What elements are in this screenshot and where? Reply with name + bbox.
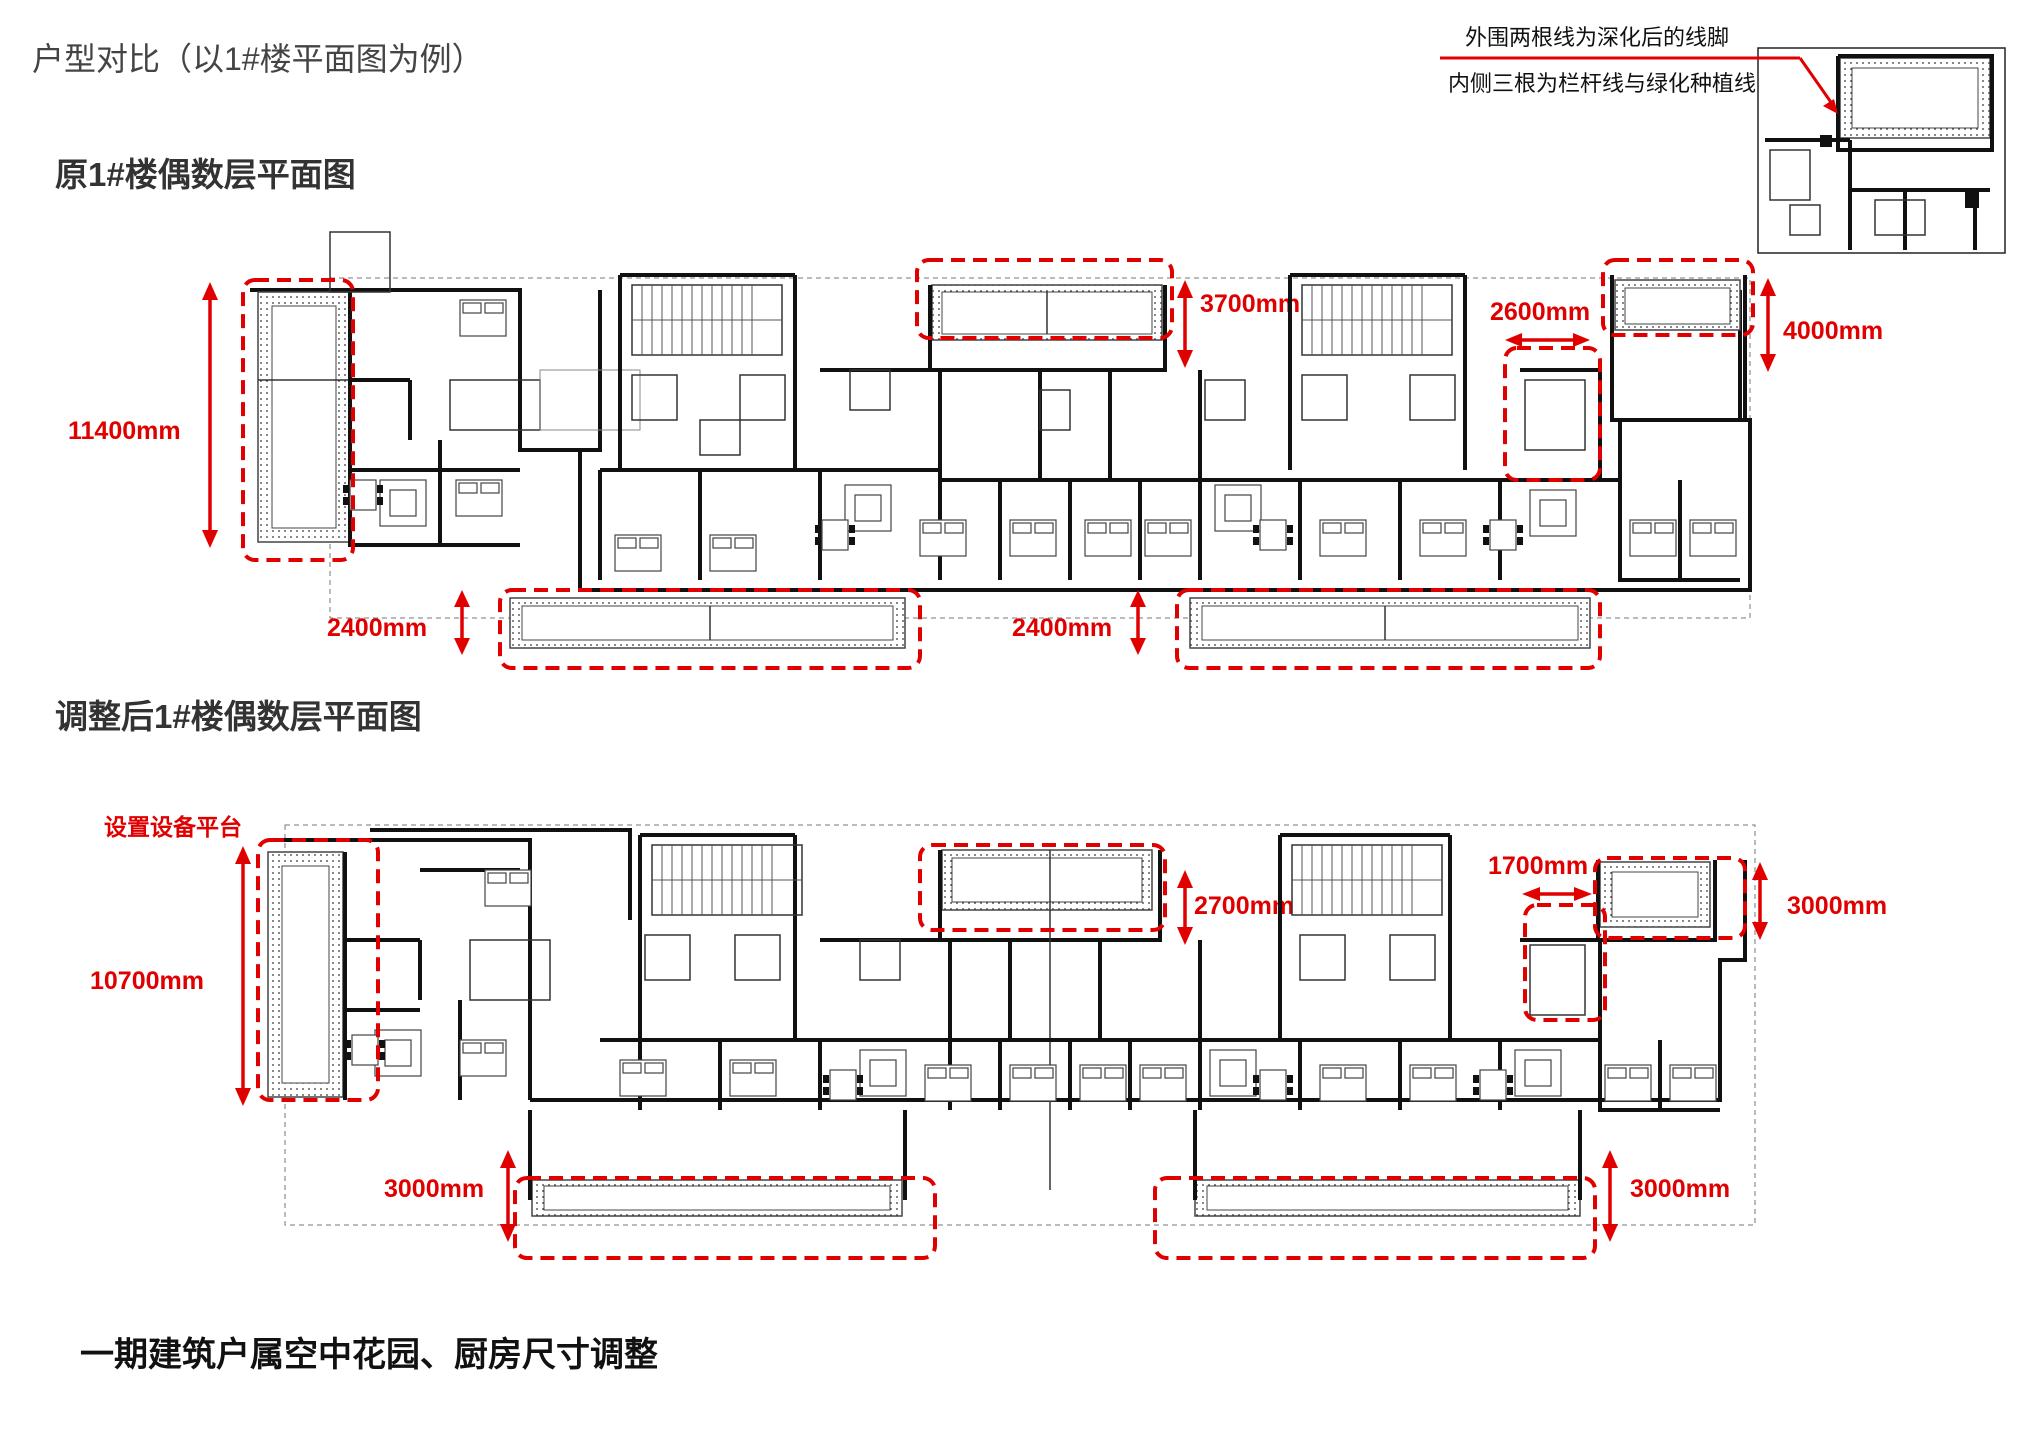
highlight-original-bottom-right	[1175, 588, 1602, 670]
dim-original-left-height: 11400mm	[68, 417, 181, 445]
dim-adjusted-top-garden: 2700mm	[1194, 892, 1295, 920]
highlight-adjusted-bottom-right	[1153, 1176, 1597, 1260]
dim-original-bottom-right: 2400mm	[1012, 614, 1113, 642]
dim-adjusted-right-garden: 3000mm	[1787, 892, 1888, 920]
legend-note-line2: 内侧三根为栏杆线与绿化种植线	[1448, 71, 1757, 96]
caption: 一期建筑户属空中花园、厨房尺寸调整	[80, 1336, 658, 1374]
adjusted-plan	[235, 824, 1768, 1260]
section-title-original: 原1#楼偶数层平面图	[55, 156, 356, 193]
highlight-original-left-garden	[241, 278, 355, 562]
dim-original-top-garden: 3700mm	[1200, 290, 1301, 318]
original-plan	[202, 231, 1776, 670]
dim-adjusted-bottom-right: 3000mm	[1630, 1175, 1731, 1203]
legend-inset	[1440, 47, 2006, 254]
legend-note-line1: 外围两根线为深化后的线脚	[1465, 25, 1730, 50]
highlight-original-bottom-left	[498, 588, 922, 670]
dim-adjusted-kitchen: 1700mm	[1488, 852, 1589, 880]
equipment-platform-label: 设置设备平台	[104, 814, 242, 840]
highlight-adjusted-top-garden	[918, 843, 1167, 932]
highlight-original-kitchen	[1503, 346, 1602, 482]
dim-adjusted-bottom-left: 3000mm	[384, 1175, 485, 1203]
dim-original-bottom-left: 2400mm	[327, 614, 428, 642]
highlight-original-top-garden	[915, 258, 1174, 340]
section-title-adjusted: 调整后1#楼偶数层平面图	[55, 698, 422, 735]
dim-original-right-garden: 4000mm	[1783, 317, 1884, 345]
highlight-adjusted-bottom-left	[513, 1176, 937, 1260]
dim-adjusted-left-height: 10700mm	[90, 967, 204, 995]
highlight-original-right-garden	[1601, 258, 1755, 337]
dim-original-kitchen: 2600mm	[1490, 298, 1591, 326]
highlight-adjusted-equipment-platform	[256, 838, 380, 1102]
highlight-adjusted-kitchen	[1523, 903, 1607, 1022]
page-title: 户型对比（以1#楼平面图为例）	[32, 41, 484, 77]
